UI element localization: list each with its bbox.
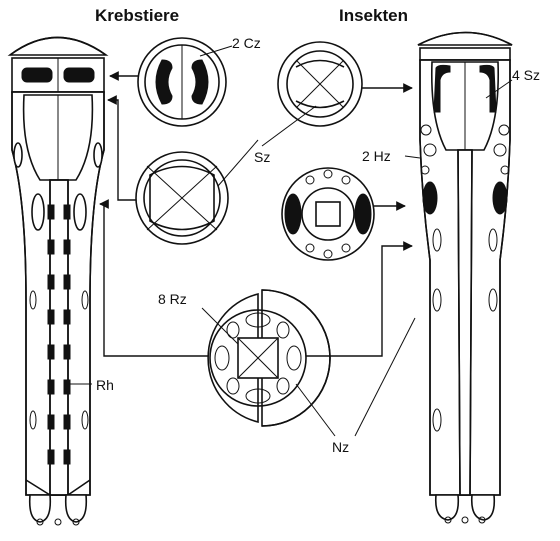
title-insekten: Insekten bbox=[339, 6, 408, 25]
label-corneagen-cells: 2 Cz bbox=[232, 35, 261, 51]
insect-ommatidium bbox=[417, 31, 513, 524]
label-secondary-pigment-cells: Nz bbox=[332, 439, 349, 455]
cross-section-sz-top bbox=[277, 41, 363, 127]
label-cone-cells-4: 4 Sz bbox=[512, 67, 540, 83]
cross-section-cone bbox=[135, 151, 229, 245]
cross-section-corneagen bbox=[137, 37, 227, 127]
cross-section-hz bbox=[281, 167, 375, 261]
title-krebstiere: Krebstiere bbox=[95, 6, 179, 25]
label-retinula-cells: 8 Rz bbox=[158, 291, 187, 307]
leader-lines bbox=[70, 45, 513, 437]
label-rhabdom: Rh bbox=[96, 377, 114, 393]
cross-section-retinula bbox=[207, 289, 331, 427]
label-cone-cells: Sz bbox=[254, 149, 270, 165]
crustacean-ommatidium bbox=[7, 36, 109, 526]
label-main-pigment-cells: 2 Hz bbox=[362, 148, 391, 164]
connector-arrows bbox=[99, 71, 413, 357]
